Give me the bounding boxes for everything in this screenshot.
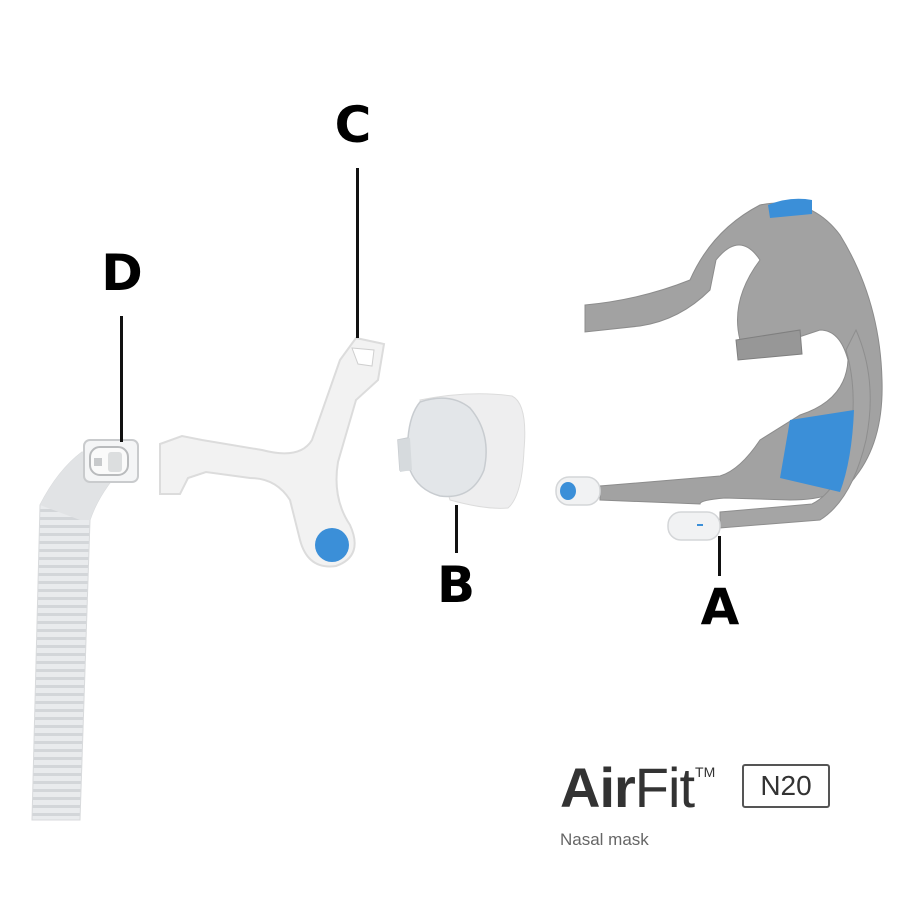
- trademark-symbol: TM: [695, 764, 716, 780]
- headgear-part: [555, 198, 883, 541]
- leader-line-c: [356, 168, 359, 338]
- leader-line-a: [718, 536, 721, 576]
- brand-name-bold: Air: [560, 756, 636, 819]
- frame-blue-button: [315, 528, 349, 562]
- callout-label-a: A: [700, 578, 740, 636]
- brand-name-light: Fit: [634, 756, 695, 819]
- elbow-tube-part: [31, 439, 139, 821]
- callout-label-b: B: [436, 556, 476, 614]
- callout-label-d: D: [101, 244, 143, 302]
- brand-logo: AirFitTM N20 Nasal mask: [560, 756, 830, 849]
- cushion-part: [397, 393, 526, 509]
- model-badge: N20: [742, 764, 830, 808]
- brand-name: AirFit: [560, 756, 695, 819]
- callout-label-c: C: [334, 96, 372, 154]
- headgear-blue-patch: [780, 410, 854, 492]
- leader-line-b: [455, 505, 458, 553]
- frame-part: [159, 336, 386, 568]
- leader-line-d: [120, 316, 123, 442]
- product-subtitle: Nasal mask: [560, 830, 649, 849]
